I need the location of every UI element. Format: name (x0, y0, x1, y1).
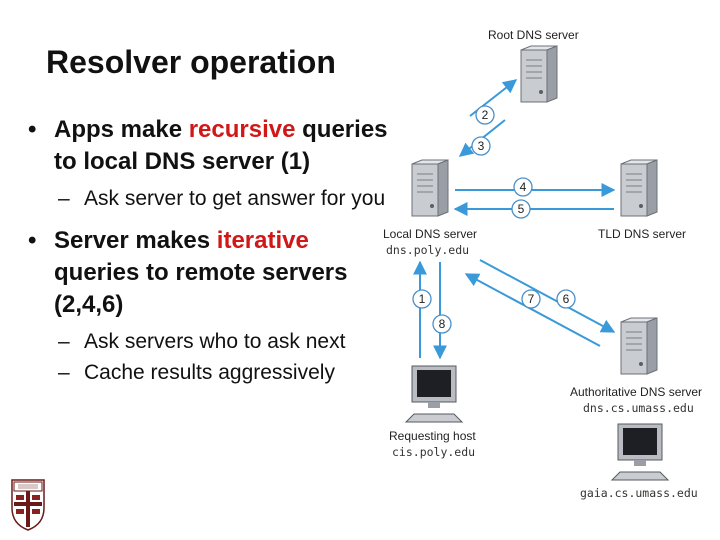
bullet-text-post: queries to remote servers (2,4,6) (54, 259, 348, 318)
step-number-8: 8 (439, 317, 446, 331)
sub-bullet: –Cache results aggressively (28, 358, 388, 387)
requesting-host-label: Requesting host (389, 429, 476, 443)
tld-server-label: TLD DNS server (598, 227, 686, 241)
sub-bullet: –Ask servers who to ask next (28, 327, 388, 356)
sub-bullet-dash: – (58, 187, 70, 210)
tld-server-icon (620, 159, 658, 217)
sub-bullet-text: Ask server to get answer for you (84, 187, 386, 210)
local-server-icon (411, 159, 449, 217)
bullet-recursive: • Apps make recursive queries to local DN… (28, 114, 388, 178)
arrow-step-7 (464, 273, 601, 347)
bullet-iterative: • Server makes iterative queries to remot… (28, 225, 388, 321)
local-server-label: Local DNS server (383, 227, 477, 241)
step-number-7: 7 (528, 292, 535, 306)
step-number-1: 1 (419, 292, 426, 306)
university-seal-logo (11, 479, 45, 531)
step-marker-5 (511, 199, 531, 219)
bullet-emphasis: iterative (216, 227, 309, 254)
step-marker-7 (521, 289, 541, 309)
bullet-list: • Apps make recursive queries to local DN… (28, 114, 388, 387)
bullet-text-pre: Apps make (54, 116, 189, 143)
root-server-icon (520, 45, 558, 103)
slide-title: Resolver operation (46, 44, 336, 80)
bullet-text-pre: Server makes (54, 227, 217, 254)
step-number-2: 2 (482, 108, 489, 122)
sub-bullet: –Ask server to get answer for you (28, 184, 388, 213)
sub-bullet-text: Cache results aggressively (84, 361, 335, 384)
requesting-host-hostname: cis.poly.edu (392, 445, 475, 459)
step-number-6: 6 (563, 292, 570, 306)
step-marker-8 (432, 314, 452, 334)
arrow-step-6 (479, 259, 616, 333)
bullet-dot: • (28, 116, 37, 143)
step-marker-4 (513, 177, 533, 197)
step-number-4: 4 (520, 180, 527, 194)
target-host-hostname: gaia.cs.umass.edu (580, 486, 698, 500)
step-marker-6 (556, 289, 576, 309)
sub-bullet-dash: – (58, 330, 70, 353)
step-marker-1 (412, 289, 432, 309)
root-server-label: Root DNS server (488, 28, 579, 42)
step-number-3: 3 (478, 139, 485, 153)
authoritative-server-icon (620, 317, 658, 375)
target-host-computer-icon (611, 423, 669, 481)
sub-bullet-dash: – (58, 361, 70, 384)
requesting-host-computer-icon (405, 365, 463, 423)
bullet-text-post: queries to local DNS server (1) (54, 116, 388, 175)
authoritative-server-label: Authoritative DNS server (570, 385, 702, 399)
bullet-emphasis: recursive (188, 116, 296, 143)
step-number-5: 5 (518, 202, 525, 216)
step-marker-2 (475, 105, 495, 125)
bullet-dot: • (28, 227, 37, 254)
sub-bullet-text: Ask servers who to ask next (84, 330, 346, 353)
authoritative-server-hostname: dns.cs.umass.edu (583, 401, 694, 415)
step-marker-3 (471, 136, 491, 156)
local-server-hostname: dns.poly.edu (386, 243, 469, 257)
